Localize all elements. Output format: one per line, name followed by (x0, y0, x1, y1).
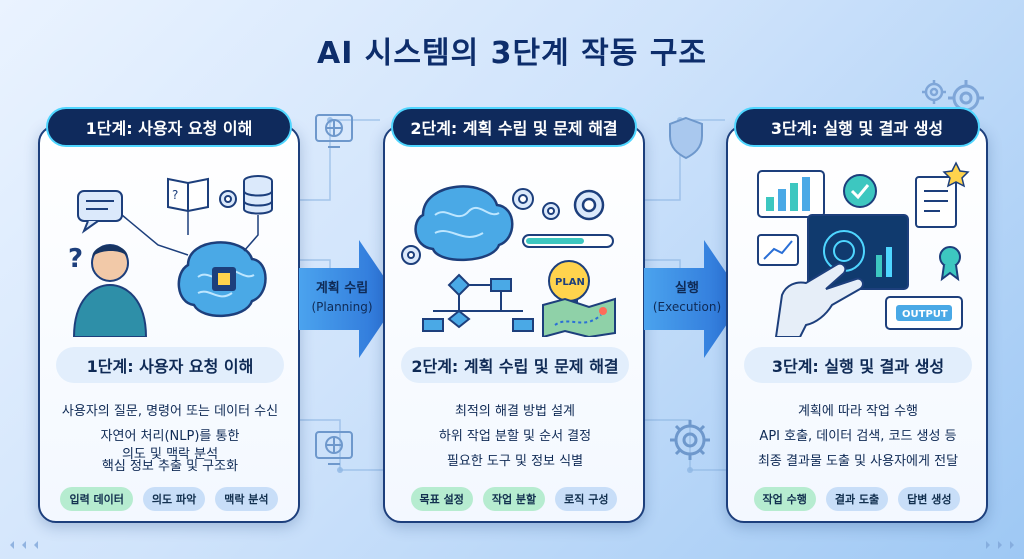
stage-3-line: 최종 결과물 도출 및 사용자에게 전달 (757, 454, 959, 469)
stage-2-subhead: 2단계: 계획 수립 및 문제 해결 (401, 347, 629, 383)
bar-chart-window-icon (757, 170, 825, 218)
tag-intent: 의도 파악 (142, 487, 206, 511)
stage-2-line: 필요한 도구 및 정보 식별 (446, 454, 584, 469)
arrow-planning-sub: (Planning) (311, 300, 373, 314)
chat-bubble-icon (77, 190, 123, 234)
badge-icon (939, 246, 961, 282)
stage-1-line: 의도 및 맥락 분석 (121, 447, 219, 462)
stage-1-card: 1단계: 사용자 요청 이해 ? ? (38, 107, 300, 523)
tag-input-data: 입력 데이터 (60, 487, 133, 511)
stage-1-line: 자연어 처리(NLP)를 통한 (100, 429, 240, 444)
stage-3-subhead: 3단계: 실행 및 결과 생성 (744, 347, 972, 383)
line-chart-window-icon (757, 234, 799, 266)
gear-icon (573, 189, 605, 221)
stage-3-tab: 3단계: 실행 및 결과 생성 (734, 107, 980, 147)
page-title: AI 시스템의 3단계 작동 구조 (316, 36, 708, 71)
stage-2-line: 하위 작업 분할 및 순서 결정 (438, 429, 592, 444)
arrow-planning-label: 계획 수립 (315, 281, 369, 296)
stage-2-tab: 2단계: 계획 수립 및 문제 해결 (391, 107, 637, 147)
svg-text:?: ? (68, 244, 83, 274)
gear-icon (512, 188, 534, 210)
database-icon (243, 175, 273, 215)
tag-answer: 답변 생성 (898, 487, 961, 511)
gear-icon (401, 245, 421, 265)
tag-logic: 로직 구성 (555, 487, 618, 511)
arrow-right-icon (644, 240, 744, 358)
arrow-execution-label: 실행 (675, 281, 699, 296)
person-icon (72, 244, 148, 337)
stage-1-tags: 입력 데이터 의도 파악 맥락 분석 (40, 487, 298, 511)
robot-hand-icon (774, 262, 864, 337)
flowchart-icon (422, 273, 534, 332)
brain-icon (414, 185, 514, 261)
checkmark-icon (843, 174, 877, 208)
arrow-execution-sub: (Execution) (652, 300, 722, 314)
tag-split: 작업 분할 (482, 487, 546, 511)
tag-context: 맥락 분석 (215, 487, 278, 511)
stage-3-tags: 작업 수행 결과 도출 답변 생성 (728, 487, 986, 511)
stage-1-subhead: 1단계: 사용자 요청 이해 (56, 347, 284, 383)
shield-icon (669, 116, 703, 160)
stage-3-line: API 호출, 데이터 검색, 코드 생성 등 (759, 429, 957, 444)
stage-1-description: 사용자의 질문, 명령어 또는 데이터 수신 자연어 처리(NLP)를 통한 의… (44, 399, 296, 473)
monitor-globe-icon (315, 431, 353, 465)
stage-3-card: 3단계: 실행 및 결과 생성 (726, 107, 988, 523)
question-mark-icon: ? (68, 244, 83, 274)
document-star-icon (915, 161, 970, 228)
gear-icon (219, 190, 237, 208)
tag-result: 결과 도출 (825, 487, 889, 511)
tag-execute: 작업 수행 (753, 487, 816, 511)
output-label: OUTPUT (902, 309, 948, 320)
stage-2-line: 최적의 해결 방법 설계 (454, 404, 576, 419)
output-scroll-icon: OUTPUT (885, 296, 963, 330)
tag-goal: 목표 설정 (410, 487, 473, 511)
stage-2-card: 2단계: 계획 수립 및 문제 해결 (383, 107, 645, 523)
stage-1-illustration: ? ? (68, 175, 273, 337)
stage-3-description: 계획에 따라 작업 수행 API 호출, 데이터 검색, 코드 생성 등 최종 … (732, 399, 984, 474)
stage-2-description: 최적의 해결 방법 설계 하위 작업 분할 및 순서 결정 필요한 도구 및 정… (389, 399, 641, 474)
stage-3-illustration: OUTPUT (757, 161, 970, 337)
gear-icon (542, 202, 560, 220)
gear-icon (670, 420, 710, 460)
arrow-planning: 계획 수립 (Planning) (299, 240, 399, 358)
stage-1-tab: 1단계: 사용자 요청 이해 (46, 107, 292, 147)
stage-1-line: 사용자의 질문, 명령어 또는 데이터 수신 (61, 404, 279, 419)
plan-label: PLAN (555, 277, 585, 288)
arrow-execution: 실행 (Execution) (644, 240, 744, 358)
stage-1-line: 핵심 정보 추출 및 구조화 (101, 459, 239, 474)
gear-icon (922, 80, 946, 104)
arrow-right-icon (299, 240, 399, 358)
brain-chip-icon (177, 241, 267, 318)
map-icon (542, 297, 616, 337)
progress-bar-icon (522, 234, 614, 248)
stage-2-illustration: PLAN (401, 185, 616, 337)
stage-2-tags: 목표 설정 작업 분할 로직 구성 (385, 487, 643, 511)
stage-3-line: 계획에 따라 작업 수행 (797, 404, 919, 419)
svg-text:?: ? (172, 188, 178, 202)
open-book-icon: ? (167, 177, 209, 213)
monitor-globe-icon (315, 114, 353, 148)
